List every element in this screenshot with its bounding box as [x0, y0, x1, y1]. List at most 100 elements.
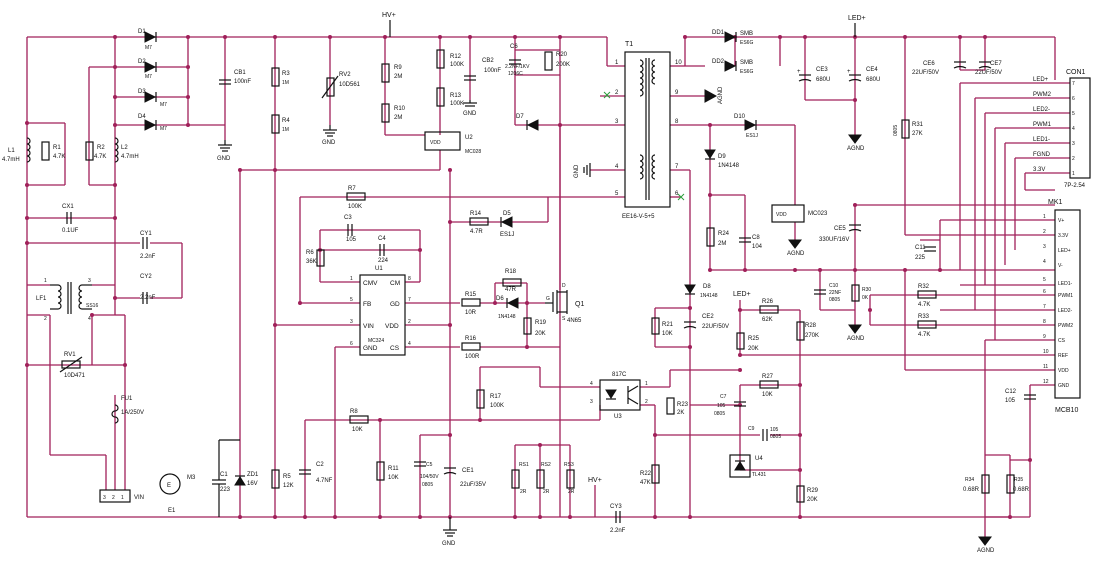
- con1-pin-label: LED+: [1033, 77, 1049, 83]
- svg-text:4.7mH: 4.7mH: [2, 157, 20, 163]
- svg-text:R22: R22: [640, 471, 652, 477]
- svg-text:CE6: CE6: [923, 61, 935, 67]
- svg-text:R4: R4: [282, 118, 290, 124]
- mk1-pin-number: 1: [1043, 214, 1046, 220]
- svg-text:105: 105: [717, 403, 726, 409]
- svg-text:C1: C1: [220, 472, 228, 478]
- con1-pin-number: 6: [1072, 96, 1075, 102]
- svg-text:C8: C8: [752, 235, 760, 241]
- svg-text:GND: GND: [363, 345, 378, 352]
- svg-text:VDD: VDD: [430, 140, 441, 146]
- svg-text:2R: 2R: [543, 489, 550, 495]
- svg-text:0.1UF: 0.1UF: [62, 228, 79, 234]
- mk1-pin-label: V+: [1058, 218, 1064, 224]
- svg-text:1M: 1M: [282, 127, 289, 133]
- agnd-symbol-5: AGND: [977, 536, 995, 554]
- capacitor-c8: C8 104: [739, 235, 763, 250]
- net-led-mid: LED+: [733, 291, 751, 298]
- svg-text:R24: R24: [718, 231, 730, 237]
- mk1-pin-label: PWM1: [1058, 293, 1073, 299]
- svg-text:12K: 12K: [283, 483, 294, 489]
- mk1-pin-number: 6: [1043, 289, 1046, 295]
- con1-pin-label: FGND: [1033, 152, 1051, 158]
- svg-text:6: 6: [675, 191, 679, 197]
- mk1-pin-label: V-: [1058, 263, 1063, 269]
- inductor-l1: L14.7mH: [2, 137, 31, 163]
- svg-text:CE2: CE2: [702, 314, 714, 320]
- svg-text:9: 9: [675, 90, 679, 96]
- svg-text:3: 3: [350, 319, 353, 325]
- svg-text:R8: R8: [350, 409, 358, 415]
- u1-ref: U1: [375, 266, 383, 272]
- svg-text:2K: 2K: [677, 410, 684, 416]
- svg-text:C7: C7: [720, 394, 727, 400]
- svg-text:200K: 200K: [556, 62, 570, 68]
- svg-text:D5: D5: [503, 211, 511, 217]
- mk1-pin-number: 10: [1043, 349, 1049, 355]
- mk1-pin-number: 9: [1043, 334, 1046, 340]
- svg-text:RS1: RS1: [519, 462, 529, 468]
- svg-text:D: D: [562, 283, 566, 289]
- svg-text:2M: 2M: [718, 241, 726, 247]
- resistor-r1: R14.7K: [41, 141, 65, 161]
- svg-text:R7: R7: [348, 186, 356, 192]
- svg-text:1: 1: [350, 276, 353, 282]
- svg-text:CY3: CY3: [610, 504, 622, 510]
- svg-text:M7: M7: [145, 45, 152, 51]
- svg-text:LF1: LF1: [36, 296, 47, 302]
- svg-text:3: 3: [590, 399, 593, 405]
- svg-text:10: 10: [675, 60, 682, 66]
- svg-text:1N4148: 1N4148: [498, 314, 516, 320]
- svg-text:2: 2: [645, 399, 648, 405]
- inductor-l2: L24.7mH: [114, 137, 139, 163]
- svg-text:D4: D4: [138, 114, 146, 120]
- gnd-label-1: GND: [217, 156, 231, 162]
- svg-text:R3: R3: [282, 71, 290, 77]
- svg-text:104/50V: 104/50V: [420, 474, 439, 480]
- svg-text:2R: 2R: [520, 489, 527, 495]
- wire-network: [26, 36, 1070, 537]
- mk1-pin-label: PWM2: [1058, 323, 1073, 329]
- svg-text:2M: 2M: [394, 74, 402, 80]
- svg-text:104: 104: [752, 244, 763, 250]
- svg-text:D10: D10: [734, 114, 746, 120]
- agnd-label-3: AGND: [787, 251, 805, 257]
- svg-text:+: +: [797, 69, 801, 75]
- svg-text:C10: C10: [829, 283, 838, 289]
- svg-text:4.7K: 4.7K: [918, 332, 930, 338]
- svg-text:10D471: 10D471: [64, 373, 86, 379]
- svg-text:R29: R29: [807, 488, 819, 494]
- svg-text:3: 3: [615, 119, 619, 125]
- svg-text:ZD1: ZD1: [247, 472, 259, 478]
- agnd-label-4: AGND: [847, 336, 865, 342]
- mk1-pin-number: 3: [1043, 244, 1046, 250]
- svg-text:10D561: 10D561: [339, 82, 361, 88]
- svg-text:2.2nF: 2.2nF: [140, 295, 156, 301]
- svg-text:1: 1: [645, 381, 648, 387]
- svg-text:VIN: VIN: [363, 323, 374, 330]
- svg-text:100K: 100K: [490, 403, 504, 409]
- svg-text:0.68R: 0.68R: [963, 487, 980, 493]
- mk1-pin-label: VDD: [1058, 368, 1069, 374]
